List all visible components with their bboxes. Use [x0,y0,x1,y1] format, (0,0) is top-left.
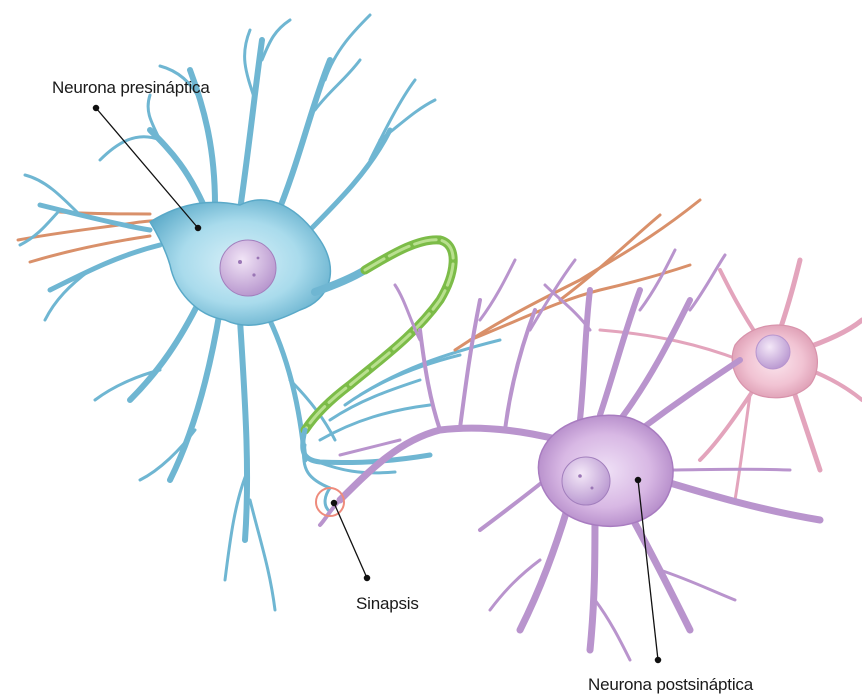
label-presynaptic-neuron: Neurona presináptica [52,78,210,98]
postsynaptic-nucleus [562,457,610,505]
presynaptic-nucleus [220,240,276,296]
label-synapse: Sinapsis [356,594,419,614]
label-postsynaptic-neuron: Neurona postsináptica [588,675,753,695]
presynaptic-neuron [18,15,500,610]
